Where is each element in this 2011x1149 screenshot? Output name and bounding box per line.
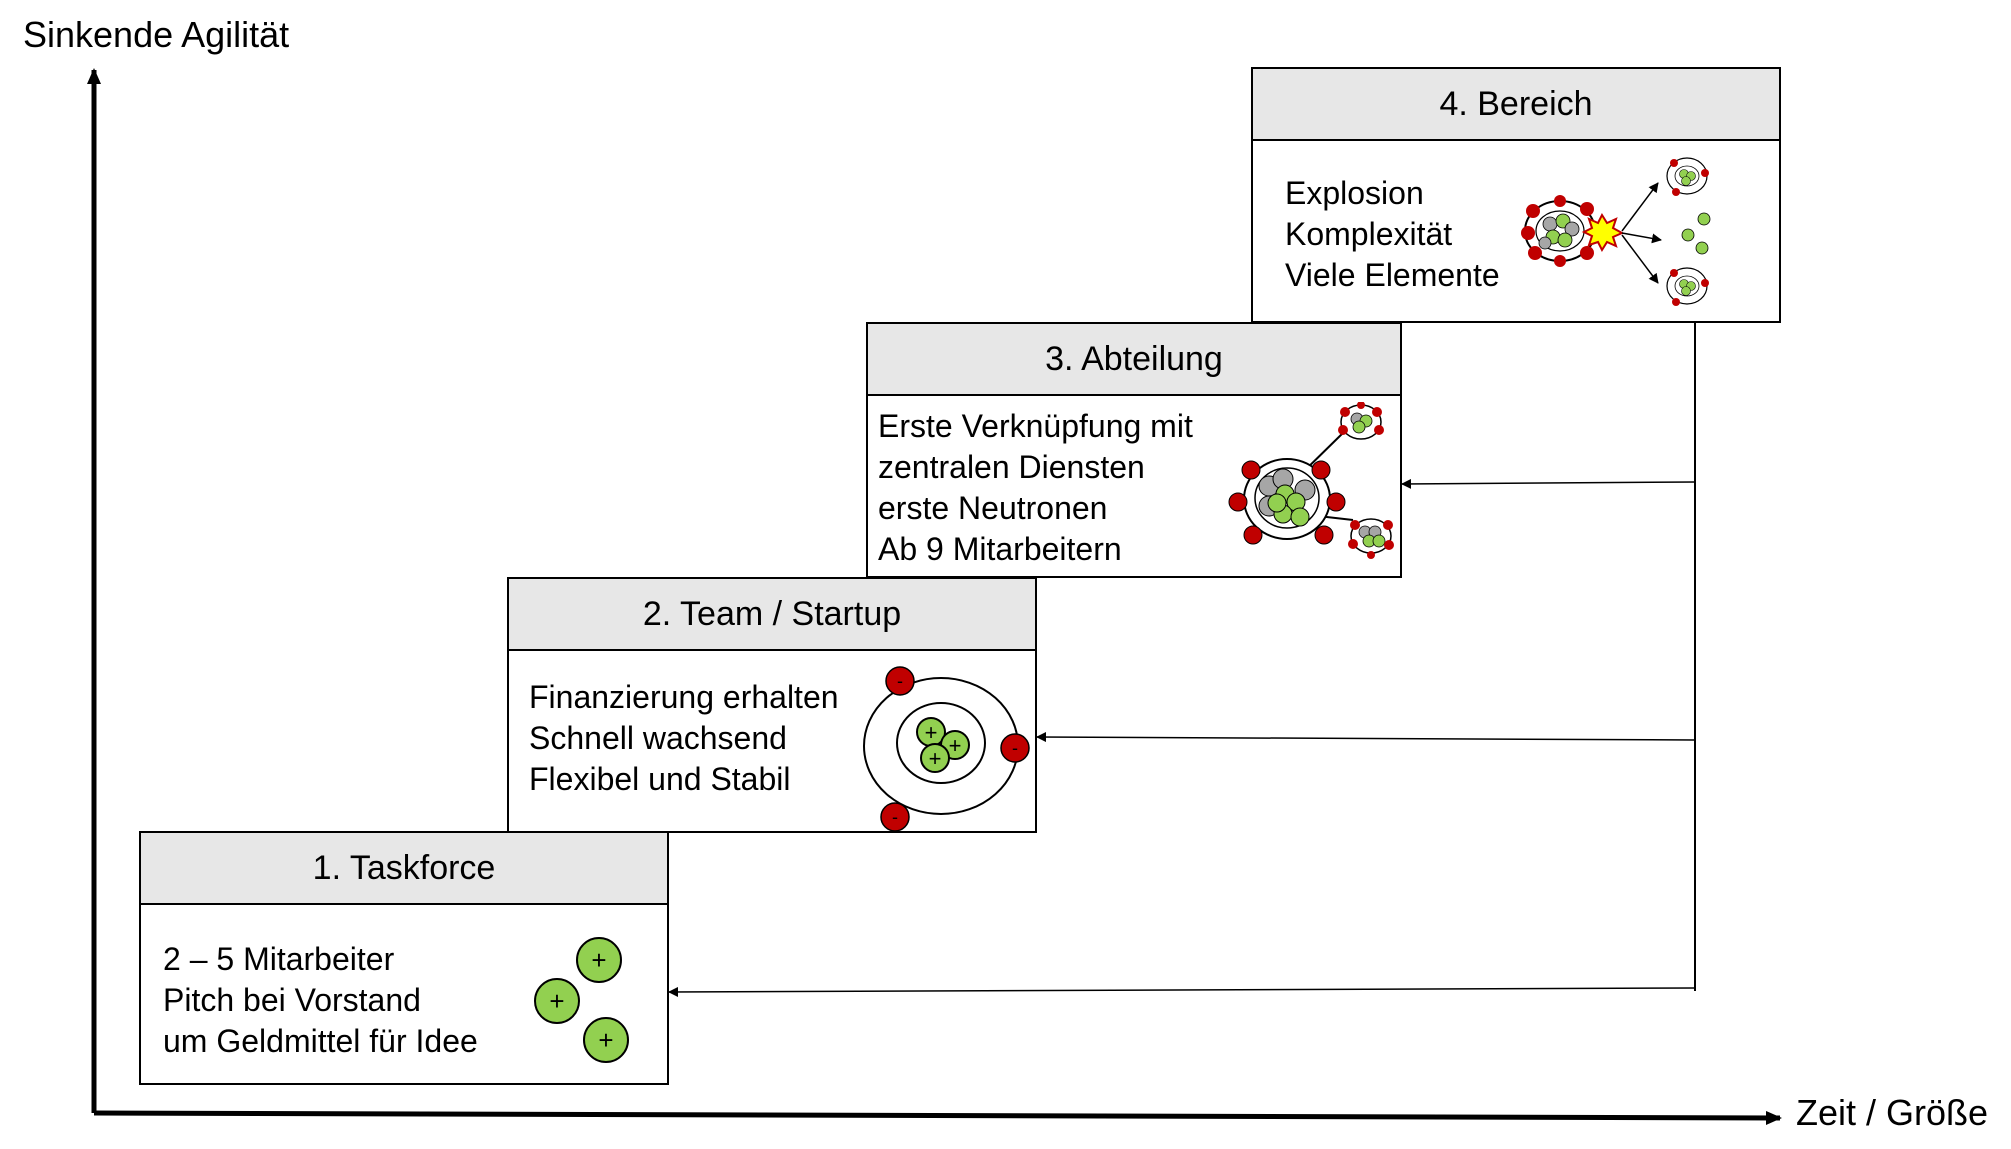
svg-text:-: -: [897, 671, 903, 691]
svg-text:+: +: [949, 733, 962, 758]
svg-text:+: +: [925, 720, 938, 745]
stage-team-startup-line-2: Schnell wachsend: [529, 720, 787, 756]
stage-taskforce: 1. Taskforce 2 – 5 Mitarbeiter Pitch bei…: [139, 831, 669, 1085]
svg-text:-: -: [1012, 738, 1018, 758]
x-axis-label: Zeit / Größe: [1796, 1092, 1989, 1133]
stage-abteilung-title: 3. Abteilung: [868, 324, 1400, 396]
atom-explosion-icon: [1521, 157, 1711, 306]
stage-team-startup-line-3: Flexibel und Stabil: [529, 761, 791, 797]
connector-arrow-abteilung: [1401, 478, 1696, 489]
three-protons-icon: + + +: [534, 937, 629, 1063]
stage-bereich-line-3: Viele Elemente: [1285, 257, 1500, 293]
stage-taskforce-line-3: um Geldmittel für Idee: [163, 1023, 478, 1059]
stage-bereich: 4. Bereich Explosion Komplexität Viele E…: [1251, 67, 1781, 323]
stage-taskforce-line-1: 2 – 5 Mitarbeiter: [163, 941, 395, 977]
stage-bereich-line-2: Komplexität: [1285, 216, 1453, 252]
stage-taskforce-text: 2 – 5 Mitarbeiter Pitch bei Vorstand um …: [163, 939, 478, 1062]
y-axis-label: Sinkende Agilität: [23, 14, 290, 55]
atom-icon: + + + - - -: [863, 666, 1030, 832]
stage-bereich-text: Explosion Komplexität Viele Elemente: [1285, 173, 1500, 296]
stage-taskforce-line-2: Pitch bei Vorstand: [163, 982, 421, 1018]
stage-team-startup-title: 2. Team / Startup: [509, 579, 1035, 651]
svg-text:+: +: [598, 1025, 613, 1055]
svg-text:+: +: [929, 746, 942, 771]
x-axis: [93, 1110, 1782, 1125]
stage-team-startup-line-1: Finanzierung erhalten: [529, 679, 839, 715]
stage-taskforce-title: 1. Taskforce: [141, 833, 667, 905]
stage-abteilung-line-2: zentralen Diensten: [878, 449, 1145, 485]
connector-arrow-team: [1036, 732, 1696, 743]
stage-abteilung-line-1: Erste Verknüpfung mit: [878, 408, 1193, 444]
stage-abteilung-text: Erste Verknüpfung mit zentralen Diensten…: [878, 406, 1193, 570]
svg-text:-: -: [892, 807, 898, 827]
stage-abteilung-line-3: erste Neutronen: [878, 490, 1108, 526]
svg-text:+: +: [549, 986, 564, 1016]
stage-abteilung-line-4: Ab 9 Mitarbeitern: [878, 531, 1122, 567]
connector-arrow-taskforce: [668, 986, 1696, 997]
stage-bereich-title: 4. Bereich: [1253, 69, 1779, 141]
stage-bereich-line-1: Explosion: [1285, 175, 1424, 211]
svg-text:+: +: [591, 945, 606, 975]
stage-team-startup: 2. Team / Startup Finanzierung erhalten …: [507, 577, 1037, 833]
stage-team-startup-text: Finanzierung erhalten Schnell wachsend F…: [529, 677, 839, 800]
stage-abteilung: 3. Abteilung Erste Verknüpfung mit zentr…: [866, 322, 1402, 578]
linked-atoms-icon: [1228, 402, 1394, 559]
